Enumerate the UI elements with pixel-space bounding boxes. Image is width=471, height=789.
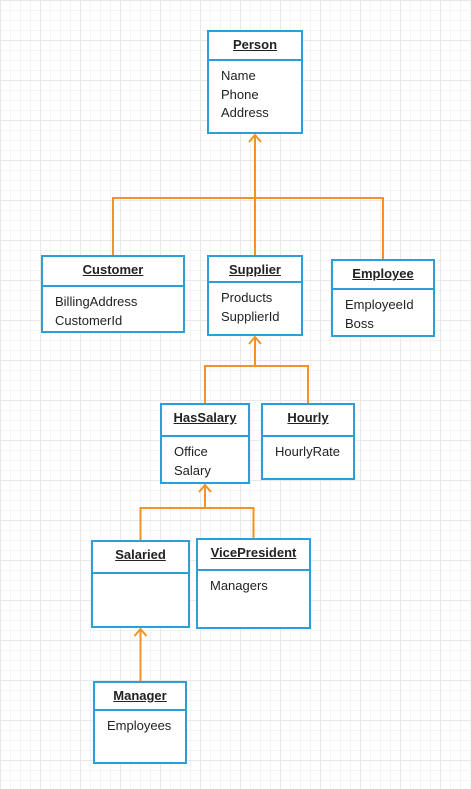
- class-person[interactable]: Person Name Phone Address: [207, 30, 303, 134]
- attribute: EmployeeId: [345, 297, 414, 312]
- class-manager-attributes: Employees: [95, 711, 185, 736]
- class-hassalary-attributes: Office Salary: [162, 437, 248, 480]
- class-salaried-name: Salaried: [93, 542, 188, 574]
- attribute: Phone: [221, 86, 259, 102]
- class-manager-name: Manager: [95, 683, 185, 711]
- class-customer[interactable]: Customer BillingAddress CustomerId: [41, 255, 185, 333]
- class-vicepresident[interactable]: VicePresident Managers: [196, 538, 311, 629]
- attribute: Managers: [210, 578, 268, 593]
- class-vicepresident-attributes: Managers: [198, 571, 309, 596]
- generalization-arrowhead-hassalary: [198, 483, 212, 493]
- class-hourly-attributes: HourlyRate: [263, 437, 353, 462]
- class-salaried[interactable]: Salaried: [91, 540, 190, 628]
- attribute: HourlyRate: [275, 444, 341, 459]
- generalization-arrowhead-salaried: [133, 627, 148, 637]
- class-salaried-attributes: [93, 574, 188, 580]
- class-employee-attributes: EmployeeId Boss: [333, 290, 433, 333]
- class-manager[interactable]: Manager Employees: [93, 681, 187, 764]
- attribute: Office: [174, 444, 208, 459]
- class-hourly-name: Hourly: [263, 405, 353, 437]
- attribute: Name: [221, 68, 256, 83]
- generalization-arrowhead-person: [248, 133, 262, 143]
- class-supplier-name: Supplier: [209, 257, 301, 283]
- class-employee-name: Employee: [333, 261, 433, 290]
- class-vicepresident-name: VicePresident: [198, 540, 309, 571]
- class-hassalary-name: HasSalary: [162, 405, 248, 437]
- attribute: CustomerId: [55, 312, 123, 328]
- class-person-attributes: Name Phone Address: [209, 61, 301, 123]
- attribute: Products: [221, 290, 273, 305]
- class-customer-attributes: BillingAddress CustomerId: [43, 287, 183, 330]
- class-person-name: Person: [209, 32, 301, 61]
- attribute: BillingAddress: [55, 294, 138, 309]
- attribute: Address: [221, 105, 269, 120]
- attribute: Boss: [345, 315, 374, 331]
- attribute: SupplierId: [221, 308, 280, 324]
- class-customer-name: Customer: [43, 257, 183, 287]
- class-supplier-attributes: Products SupplierId: [209, 283, 301, 326]
- class-hourly[interactable]: Hourly HourlyRate: [261, 403, 355, 480]
- class-supplier[interactable]: Supplier Products SupplierId: [207, 255, 303, 336]
- attribute: Employees: [107, 718, 172, 733]
- class-hassalary[interactable]: HasSalary Office Salary: [160, 403, 250, 484]
- generalization-arrowhead-supplier: [248, 335, 262, 345]
- class-employee[interactable]: Employee EmployeeId Boss: [331, 259, 435, 337]
- attribute: Salary: [174, 462, 211, 478]
